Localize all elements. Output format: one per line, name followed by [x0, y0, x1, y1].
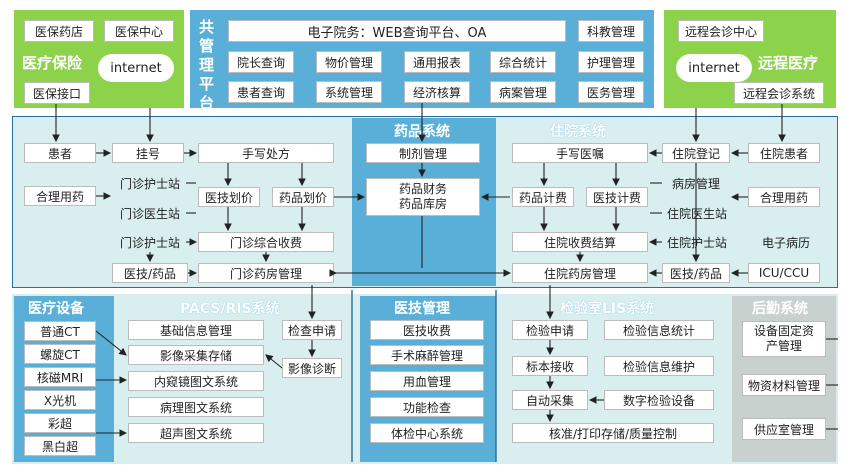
pacs-diagnosis[interactable]: 影像诊断 — [282, 358, 342, 378]
insurance-interface[interactable]: 医保接口 — [24, 82, 90, 104]
equipment-item[interactable]: 核磁MRI — [24, 367, 96, 387]
op-nurse-station-1[interactable]: 门诊护士站 — [114, 174, 186, 192]
lis-digital[interactable]: 数字检验设备 — [604, 390, 714, 410]
management-title: 共管理平台 — [199, 18, 215, 112]
pacs-title: PACS/RIS系统 — [180, 301, 280, 317]
medtech-item[interactable]: 手术麻醉管理 — [370, 345, 484, 365]
ip-pharmacy-mgmt[interactable]: 住院药房管理 — [512, 263, 648, 283]
insurance-pharmacy[interactable]: 医保药店 — [24, 20, 94, 42]
management-item[interactable]: 系统管理 — [316, 81, 382, 103]
lis-request[interactable]: 检验申请 — [512, 320, 588, 340]
pacs-request[interactable]: 检查申请 — [282, 320, 342, 340]
ip-drug-billing[interactable]: 药品计费 — [512, 187, 574, 207]
equipment-item[interactable]: 彩超 — [24, 413, 96, 433]
ip-icu[interactable]: ICU/CCU — [748, 263, 820, 283]
logistics-supply[interactable]: 供应室管理 — [742, 418, 826, 440]
ph-finance-storage[interactable]: 药品财务 药品库房 — [366, 178, 480, 216]
ip-admission[interactable]: 住院登记 — [662, 143, 730, 163]
op-register[interactable]: 挂号 — [112, 143, 184, 163]
management-item[interactable]: 通用报表 — [404, 51, 470, 73]
op-tech-pricing[interactable]: 医技划价 — [198, 187, 260, 207]
lis-stats[interactable]: 检验信息统计 — [604, 320, 714, 340]
remote-center[interactable]: 远程会诊中心 — [678, 20, 764, 42]
logistics-materials[interactable]: 物资材料管理 — [742, 374, 826, 396]
lis-verify[interactable]: 核准/打印存储/质量控制 — [512, 423, 714, 443]
equipment-title: 医疗设备 — [28, 301, 84, 317]
ph-storage: 药品库房 — [398, 197, 447, 211]
op-cashier[interactable]: 门诊综合收费 — [198, 232, 334, 252]
ph-finance: 药品财务 — [398, 182, 447, 196]
insurance-center[interactable]: 医保中心 — [104, 20, 174, 42]
logistics-title: 后勤系统 — [752, 301, 808, 317]
remote-system[interactable]: 远程会诊系统 — [734, 82, 824, 104]
equipment-item[interactable]: 黑白超 — [24, 436, 96, 456]
management-wide[interactable]: 电子院务：WEB查询平台、OA — [228, 20, 566, 42]
ip-nurse-station[interactable]: 住院护士站 — [662, 233, 732, 251]
medtech-item[interactable]: 功能检查 — [370, 397, 484, 417]
pacs-item[interactable]: 病理图文系统 — [128, 397, 264, 417]
pacs-item[interactable]: 超声图文系统 — [128, 423, 264, 443]
ip-doctor-station[interactable]: 住院医生站 — [662, 204, 732, 222]
medtech-title: 医技管理 — [394, 301, 450, 317]
lis-maintain[interactable]: 检验信息维护 — [604, 356, 714, 376]
management-item[interactable]: 院长查询 — [228, 51, 294, 73]
lis-collect[interactable]: 自动采集 — [512, 390, 588, 410]
pacs-item[interactable]: 基础信息管理 — [128, 320, 264, 340]
management-item[interactable]: 科教管理 — [578, 20, 644, 42]
insurance-internet-cloud: internet — [98, 54, 174, 82]
lis-specimen[interactable]: 标本接收 — [512, 356, 588, 376]
op-patient[interactable]: 患者 — [24, 143, 96, 163]
ip-settlement[interactable]: 住院收费结算 — [512, 232, 648, 252]
equipment-item[interactable]: X光机 — [24, 390, 96, 410]
ph-prep[interactable]: 制剂管理 — [366, 143, 480, 163]
management-item[interactable]: 病案管理 — [490, 81, 556, 103]
medtech-item[interactable]: 医技收费 — [370, 320, 484, 340]
ip-emr[interactable]: 电子病历 — [750, 233, 822, 251]
remote-internet-cloud: internet — [676, 54, 752, 82]
ip-tech-drug[interactable]: 医技/药品 — [662, 263, 730, 283]
management-item[interactable]: 物价管理 — [316, 51, 382, 73]
medtech-item[interactable]: 体检中心系统 — [370, 423, 484, 443]
pacs-item[interactable]: 内窥镜图文系统 — [128, 371, 264, 391]
op-doctor-station[interactable]: 门诊医生站 — [114, 204, 186, 222]
management-item[interactable]: 护理管理 — [578, 51, 644, 73]
ip-orders[interactable]: 手写医嘱 — [512, 143, 648, 163]
op-pharmacy-mgmt[interactable]: 门诊药房管理 — [198, 263, 334, 283]
medtech-item[interactable]: 用血管理 — [370, 371, 484, 391]
management-item[interactable]: 患者查询 — [228, 81, 294, 103]
equipment-item[interactable]: 螺旋CT — [24, 344, 96, 364]
remote-title: 远程医疗 — [758, 54, 819, 72]
management-item[interactable]: 综合统计 — [490, 51, 556, 73]
management-item[interactable]: 经济核算 — [404, 81, 470, 103]
logistics-assets[interactable]: 设备固定资产管理 — [742, 321, 826, 357]
op-prescription[interactable]: 手写处方 — [198, 143, 334, 163]
op-drug-pricing[interactable]: 药品划价 — [272, 187, 334, 207]
pacs-item[interactable]: 影像采集存储 — [128, 345, 264, 365]
op-rational-drug[interactable]: 合理用药 — [24, 186, 96, 206]
ip-inpatient[interactable]: 住院患者 — [748, 143, 820, 163]
equipment-item[interactable]: 普通CT — [24, 321, 96, 341]
insurance-title: 医疗保险 — [22, 54, 83, 72]
op-tech-drug[interactable]: 医技/药品 — [112, 263, 188, 283]
ip-rational-drug[interactable]: 合理用药 — [748, 187, 820, 207]
management-item[interactable]: 医务管理 — [578, 81, 644, 103]
inpatient-title: 住院系统 — [550, 124, 606, 140]
op-nurse-station-2[interactable]: 门诊护士站 — [114, 233, 186, 251]
ip-tech-billing[interactable]: 医技计费 — [586, 187, 648, 207]
lis-title: 检验室LIS系统 — [560, 301, 655, 317]
